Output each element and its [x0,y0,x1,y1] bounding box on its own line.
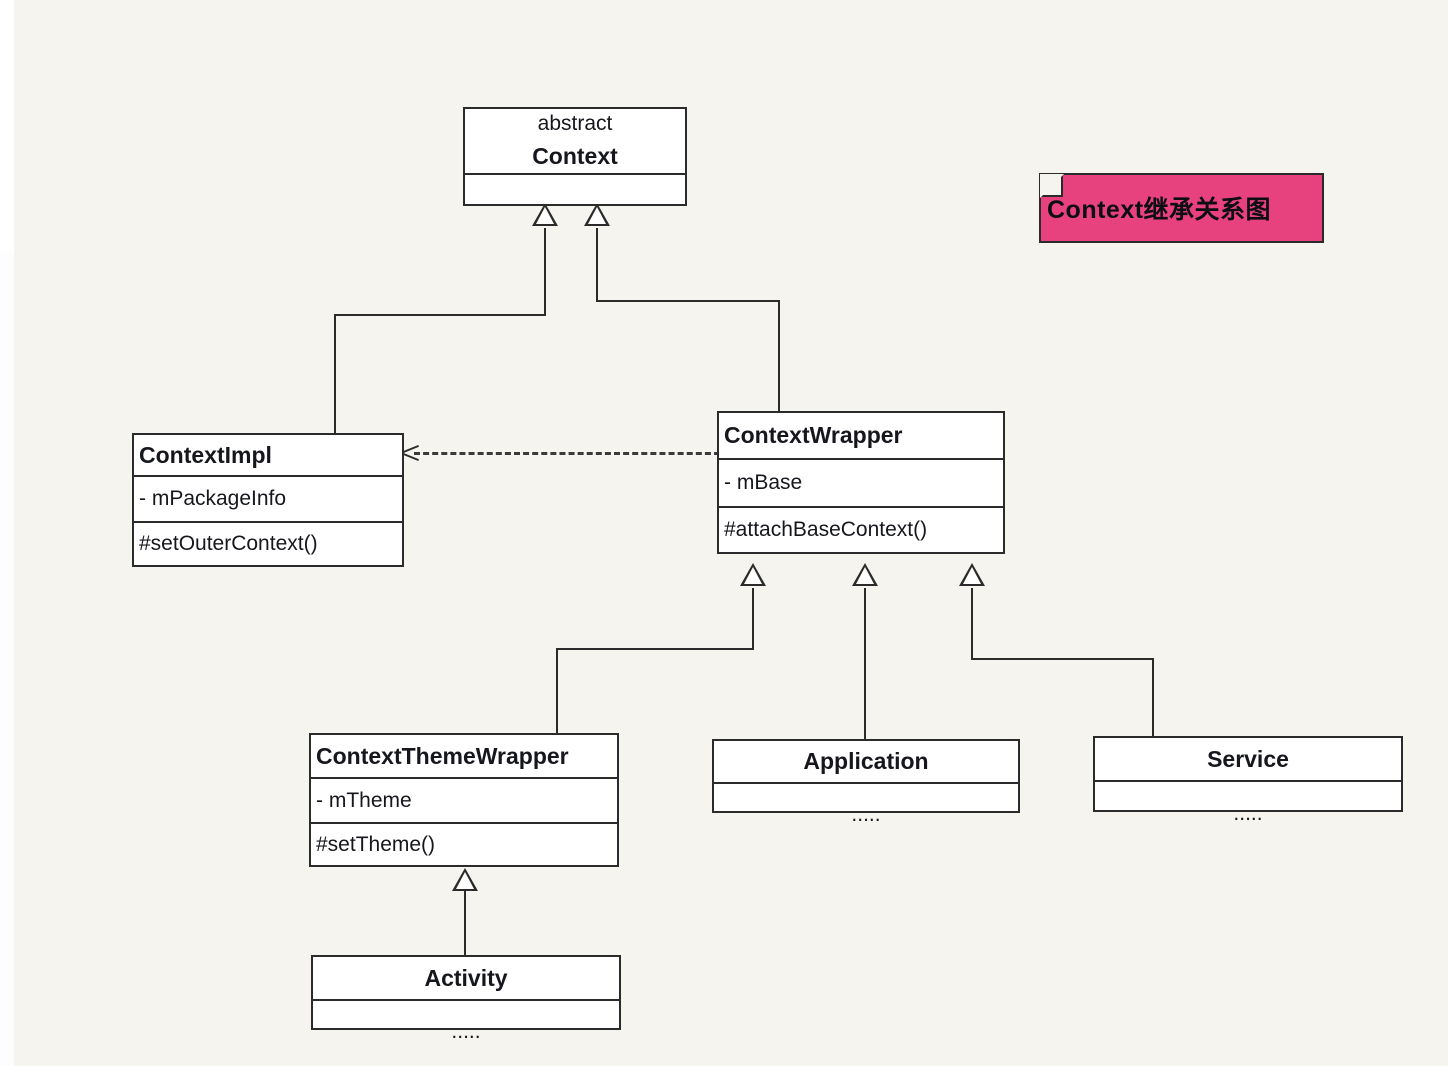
class-box-contextthemewrapper[interactable]: ContextThemeWrapper - mTheme #setTheme() [309,733,619,867]
canvas-edge-strip-left [0,252,14,1080]
note-fold-cut-icon [1040,174,1064,198]
connector-contextthemewrapper-vertical-lower [556,648,558,736]
connector-application-vertical [864,588,866,742]
class-box-activity[interactable]: Activity ..... [311,955,621,1041]
class-name-activity: Activity [424,964,508,991]
connector-contextimpl-to-context-horizontal [334,314,546,316]
class-box-context[interactable]: abstract Context [463,107,687,206]
class-stereotype-context: abstract [537,112,613,135]
class-box-service[interactable]: Service ..... [1093,736,1403,823]
connector-contextimpl-to-context-vertical-lower [334,314,336,434]
class-method-contextthemewrapper-settheme: #setTheme() [311,822,617,865]
class-method-contextimpl-setoutercontext: #setOuterContext() [134,521,402,565]
canvas-edge-strip-bottom [0,1066,1448,1080]
class-attribute-contextimpl-mpackageinfo: - mPackageInfo [134,475,402,521]
class-compartment-service-empty [1095,780,1401,810]
connector-dependency-dashed [414,452,720,455]
class-name-contextwrapper: ContextWrapper [724,422,903,448]
class-method-contextwrapper-attachbasecontext: #attachBaseContext() [719,506,1003,552]
class-clipped-text-service: ..... [1233,809,1263,823]
diagram-title-note[interactable]: Context继承关系图 [1039,173,1324,243]
class-box-contextimpl[interactable]: ContextImpl - mPackageInfo #setOuterCont… [132,433,404,567]
class-box-application[interactable]: Application ..... [712,739,1020,824]
connector-contextimpl-to-context-vertical-upper [544,228,546,316]
class-clipped-text-application: ..... [851,810,881,824]
connector-contextthemewrapper-horizontal [556,648,754,650]
class-name-contextimpl: ContextImpl [139,441,272,468]
connector-contextwrapper-to-context-horizontal [596,300,780,302]
class-compartment-application-empty [714,782,1018,811]
connector-activity-vertical [464,890,466,956]
class-name-service: Service [1207,745,1289,772]
class-clipped-text-activity: ..... [451,1027,481,1041]
connector-contextthemewrapper-vertical-upper [752,588,754,650]
note-text: Context继承关系图 [1047,196,1272,224]
dependency-arrowhead-icon [400,441,421,463]
class-attribute-contextwrapper-mbase: - mBase [719,458,1003,506]
connector-contextwrapper-to-context-vertical-lower [778,300,780,412]
canvas-edge-strip-top [0,0,14,252]
connector-contextwrapper-to-context-vertical-upper [596,228,598,302]
class-name-context: Context [532,142,618,169]
class-name-contextthemewrapper: ContextThemeWrapper [316,742,569,769]
class-name-application: Application [803,748,929,774]
class-compartment-activity-empty [313,999,619,1028]
connector-service-vertical-upper [971,588,973,660]
connector-service-vertical-lower [1152,658,1154,742]
class-compartment-context-empty [465,173,685,204]
class-box-contextwrapper[interactable]: ContextWrapper - mBase #attachBaseContex… [717,411,1005,554]
connector-service-horizontal [971,658,1154,660]
class-attribute-contextthemewrapper-mtheme: - mTheme [311,777,617,822]
